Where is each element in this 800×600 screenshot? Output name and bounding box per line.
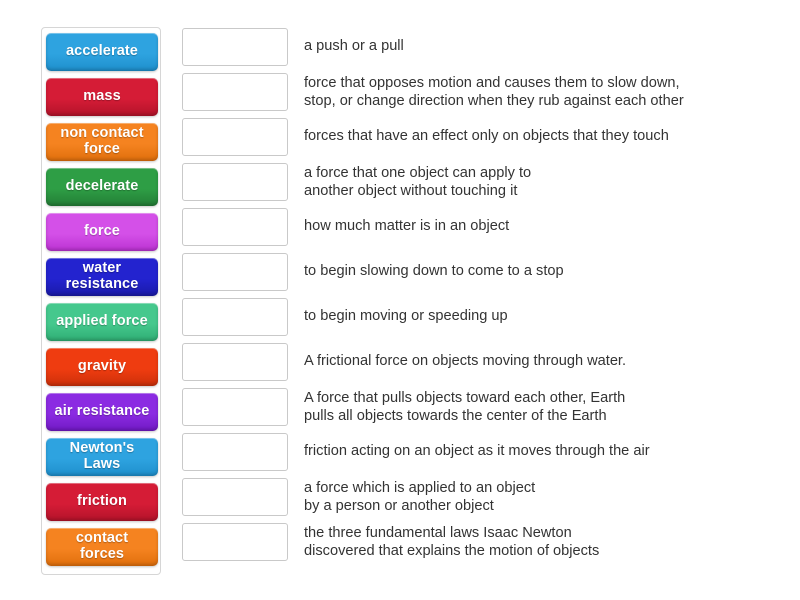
word-tile-label: air resistance bbox=[54, 403, 150, 420]
word-bank-panel: accelerate mass non contact force decelerat… bbox=[41, 27, 161, 575]
word-tile[interactable]: air resistance bbox=[46, 393, 158, 431]
answer-dropzone[interactable] bbox=[182, 343, 288, 381]
word-tile-label: gravity bbox=[77, 358, 127, 375]
definition-text: force that opposes motion and causes the… bbox=[304, 75, 684, 109]
answer-dropzone[interactable] bbox=[182, 73, 288, 111]
match-row: to begin slowing down to come to a stop bbox=[182, 253, 782, 291]
definition-text: friction acting on an object as it moves… bbox=[304, 443, 650, 459]
answer-dropzone[interactable] bbox=[182, 208, 288, 246]
match-row: a force which is applied to an object by… bbox=[182, 478, 782, 516]
word-tile[interactable]: applied force bbox=[46, 303, 158, 341]
match-row: A force that pulls objects toward each o… bbox=[182, 388, 782, 426]
word-tile[interactable]: mass bbox=[46, 78, 158, 116]
answer-dropzone[interactable] bbox=[182, 28, 288, 66]
word-tile-label: decelerate bbox=[65, 178, 139, 195]
word-tile-label: non contact force bbox=[60, 125, 144, 157]
definition-text: a push or a pull bbox=[304, 38, 404, 54]
definition-text: a force which is applied to an object by… bbox=[304, 480, 536, 514]
word-tile-label: applied force bbox=[56, 313, 148, 330]
answer-dropzone[interactable] bbox=[182, 118, 288, 156]
definition-text: how much matter is in an object bbox=[304, 218, 510, 234]
word-tile[interactable]: decelerate bbox=[46, 168, 158, 206]
answer-dropzone[interactable] bbox=[182, 388, 288, 426]
match-row: the three fundamental laws Isaac Newton … bbox=[182, 523, 782, 561]
match-row: a force that one object can apply to ano… bbox=[182, 163, 782, 201]
answer-dropzone[interactable] bbox=[182, 478, 288, 516]
word-tile[interactable]: contact forces bbox=[46, 528, 158, 566]
definitions-panel: a push or a pull force that opposes motio… bbox=[182, 28, 782, 568]
match-row: a push or a pull bbox=[182, 28, 782, 66]
match-row: how much matter is in an object bbox=[182, 208, 782, 246]
answer-dropzone[interactable] bbox=[182, 523, 288, 561]
word-tile-label: contact forces bbox=[75, 530, 129, 562]
answer-dropzone[interactable] bbox=[182, 433, 288, 471]
word-tile-label: accelerate bbox=[66, 43, 138, 60]
definition-text: to begin slowing down to come to a stop bbox=[304, 263, 564, 279]
match-row: to begin moving or speeding up bbox=[182, 298, 782, 336]
match-row: forces that have an effect only on objec… bbox=[182, 118, 782, 156]
answer-dropzone[interactable] bbox=[182, 163, 288, 201]
definition-text: the three fundamental laws Isaac Newton … bbox=[304, 525, 600, 559]
answer-dropzone[interactable] bbox=[182, 253, 288, 291]
word-tile[interactable]: water resistance bbox=[46, 258, 158, 296]
definition-text: a force that one object can apply to ano… bbox=[304, 165, 532, 199]
definition-text: A force that pulls objects toward each o… bbox=[304, 390, 626, 424]
answer-dropzone[interactable] bbox=[182, 298, 288, 336]
word-tile-label: water resistance bbox=[65, 260, 139, 292]
definition-text: A frictional force on objects moving thr… bbox=[304, 353, 627, 369]
word-tile-label: Newton's Laws bbox=[69, 440, 135, 472]
word-tile[interactable]: Newton's Laws bbox=[46, 438, 158, 476]
word-tile-label: force bbox=[84, 223, 120, 240]
word-tile-label: friction bbox=[77, 493, 127, 510]
match-row: friction acting on an object as it moves… bbox=[182, 433, 782, 471]
word-tile-label: mass bbox=[83, 88, 121, 105]
word-tile[interactable]: gravity bbox=[46, 348, 158, 386]
word-tile[interactable]: friction bbox=[46, 483, 158, 521]
word-tile[interactable]: force bbox=[46, 213, 158, 251]
definition-text: forces that have an effect only on objec… bbox=[304, 128, 669, 144]
word-tile[interactable]: non contact force bbox=[46, 123, 158, 161]
definition-text: to begin moving or speeding up bbox=[304, 308, 508, 324]
match-row: A frictional force on objects moving thr… bbox=[182, 343, 782, 381]
match-row: force that opposes motion and causes the… bbox=[182, 73, 782, 111]
word-tile[interactable]: accelerate bbox=[46, 33, 158, 71]
